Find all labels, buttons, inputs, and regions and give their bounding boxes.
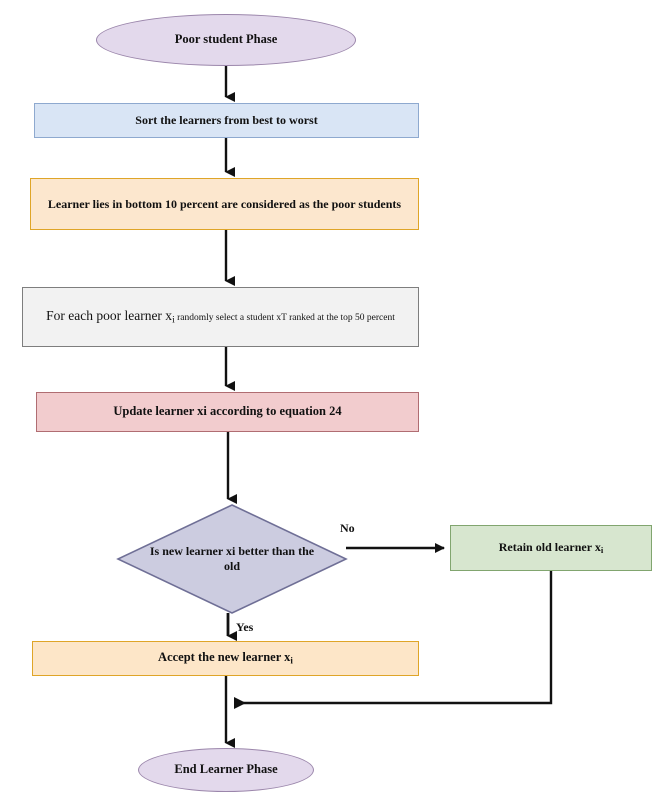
- decision-diamond-shape: [116, 504, 348, 614]
- node-bottom-10-percent[interactable]: Learner lies in bottom 10 percent are co…: [30, 178, 419, 230]
- node-accept-label-subscript: i: [290, 655, 293, 666]
- node-retain-label-subscript: i: [600, 545, 604, 556]
- node-foreach-label-small: randomly select a student xT ranked at t…: [174, 312, 395, 323]
- node-sort-label: Sort the learners from best to worst: [135, 113, 318, 127]
- node-end-label: End Learner Phase: [174, 762, 278, 777]
- node-for-each-poor-learner[interactable]: For each poor learner xi randomly select…: [22, 287, 419, 347]
- node-update-label: Update learner xi according to equation …: [113, 404, 342, 419]
- node-start-poor-student-phase[interactable]: Poor student Phase: [96, 14, 356, 66]
- edge-retain-to-end: [234, 571, 553, 709]
- node-sort-learners[interactable]: Sort the learners from best to worst: [34, 103, 419, 138]
- node-accept-label-main: Accept the new learner x: [158, 650, 291, 665]
- node-end-learner-phase[interactable]: End Learner Phase: [138, 748, 314, 792]
- node-accept-new-learner[interactable]: Accept the new learner xi: [32, 641, 419, 676]
- node-decision-label: Is new learner xi better than the old: [149, 544, 315, 573]
- node-retain-old-learner[interactable]: Retain old learner xi: [450, 525, 652, 571]
- node-start-label: Poor student Phase: [174, 32, 278, 47]
- node-update-learner[interactable]: Update learner xi according to equation …: [36, 392, 419, 432]
- node-foreach-label: For each poor learner xi randomly select…: [38, 308, 403, 327]
- node-foreach-label-main: For each poor learner x: [46, 307, 173, 323]
- node-decision-is-new-learner-better[interactable]: Is new learner xi better than the old: [118, 505, 346, 613]
- node-foreach-label-subscript: i: [172, 314, 175, 326]
- node-retain-label-main: Retain old learner x: [498, 540, 601, 555]
- node-bottom10-label: Learner lies in bottom 10 percent are co…: [47, 196, 402, 211]
- edge-label-no: No: [340, 521, 355, 535]
- edge-label-yes: Yes: [236, 620, 254, 634]
- node-retain-label: Retain old learner xi: [491, 540, 612, 556]
- node-accept-label: Accept the new learner xi: [150, 650, 301, 667]
